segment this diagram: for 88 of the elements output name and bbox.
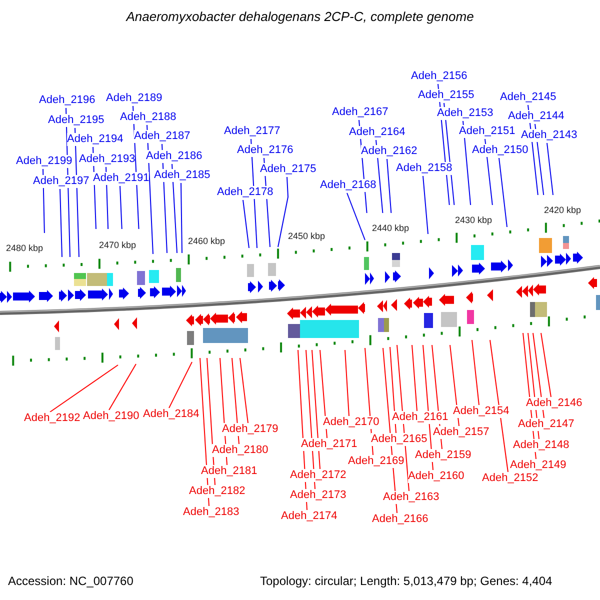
gene-label: Adeh_2195: [48, 114, 104, 127]
scale-label: 2420 kbp: [544, 205, 582, 216]
gene-label: Adeh_2194: [67, 133, 124, 146]
gene-label: Adeh_2197: [33, 175, 90, 188]
gene-label: Adeh_2189: [106, 92, 162, 105]
leader-line: [180, 182, 182, 254]
gene-label: Adeh_2146: [526, 397, 582, 410]
leader-line: [390, 346, 396, 434]
scale-label: 2480 kbp: [6, 243, 44, 254]
leader-line: [168, 362, 192, 408]
leader-line: [50, 364, 118, 412]
gene-label: Adeh_2167: [332, 106, 388, 119]
leader-line: [240, 358, 248, 424]
leader-line: [344, 350, 350, 416]
leader-line: [498, 158, 508, 228]
gene-label: Adeh_2162: [361, 145, 418, 158]
gene-label: Adeh_2188: [120, 111, 176, 124]
gene-label: Adeh_2143: [521, 129, 578, 142]
gene-label: Adeh_2147: [518, 418, 574, 431]
leader-line: [320, 350, 328, 438]
gene-label: Adeh_2158: [396, 162, 452, 175]
gene-label: Adeh_2185: [154, 169, 210, 182]
gene-label: Adeh_2164: [349, 126, 406, 139]
leader-line: [472, 340, 480, 406]
leader-line: [412, 344, 418, 412]
gene-label: Adeh_2155: [418, 89, 474, 102]
gene-label: Adeh_2153: [437, 107, 494, 120]
leader-line: [278, 176, 288, 248]
gene-label: Adeh_2170: [323, 416, 380, 429]
leader-line: [242, 200, 250, 248]
scale-label: 2450 kbp: [288, 231, 326, 242]
gene-label: Adeh_2148: [513, 439, 570, 452]
gene-label: Adeh_2184: [143, 408, 200, 421]
gene-label: Adeh_2173: [290, 489, 346, 502]
gene-label: Adeh_2152: [482, 472, 538, 485]
gene-label: Adeh_2161: [392, 411, 448, 424]
gene-label: Adeh_2169: [348, 455, 404, 468]
footer-text: Topology: circular; Length: 5,013,479 bp; Genes: 4,404: [260, 575, 552, 588]
gene-label: Adeh_2165: [371, 433, 428, 446]
gene-label: Adeh_2154: [453, 405, 510, 418]
gene-label: Adeh_2145: [500, 91, 556, 104]
gene-label: Adeh_2157: [433, 426, 490, 439]
leader-line: [540, 332, 552, 398]
scale-label: 2440 kbp: [372, 223, 410, 234]
scale-label: 2470 kbp: [99, 240, 136, 251]
gene-label: Adeh_2151: [459, 125, 516, 138]
gene-label: Adeh_2144: [508, 110, 564, 123]
gene-label: Adeh_2149: [510, 459, 566, 472]
gene-label: Adeh_2168: [320, 179, 376, 192]
leader-line: [422, 176, 428, 234]
gene-label: Adeh_2180: [212, 444, 268, 457]
gene-label: Adeh_2178: [217, 186, 274, 199]
leader-line: [386, 158, 392, 214]
gene-label: Adeh_2177: [224, 125, 280, 138]
gene-label: Adeh_2174: [281, 510, 338, 523]
gene-label: Adeh_2175: [260, 163, 316, 176]
leader-line: [490, 340, 508, 472]
footer-text: Accession: NC_007760: [8, 575, 134, 588]
gene-label: Adeh_2199: [16, 155, 72, 168]
gene-label: Adeh_2183: [183, 506, 240, 519]
leader-line: [312, 350, 320, 470]
gene-label: Adeh_2163: [383, 491, 440, 504]
gene-label: Adeh_2172: [290, 469, 346, 482]
scale-label: 2430 kbp: [455, 215, 492, 226]
gene-label: Adeh_2196: [39, 94, 96, 107]
gene-label: Adeh_2182: [189, 485, 246, 498]
gene-label: Adeh_2160: [408, 470, 464, 483]
gene-label: Adeh_2191: [93, 172, 150, 185]
gene-label: Adeh_2186: [146, 150, 202, 163]
gene-label: Adeh_2156: [411, 70, 468, 83]
diagram-title: Anaeromyxobacter dehalogenans 2CP-C, complete genome: [124, 10, 475, 23]
leader-line: [120, 186, 122, 230]
leader-line: [108, 364, 136, 410]
gene-label: Adeh_2176: [237, 144, 294, 157]
gene-label: Adeh_2179: [222, 423, 278, 436]
gene-label: Adeh_2193: [79, 153, 136, 166]
gene-label: Adeh_2159: [415, 449, 472, 462]
leader-line: [546, 142, 554, 196]
gene-label: Adeh_2150: [472, 144, 528, 157]
gene-label: Adeh_2181: [201, 465, 258, 478]
scale-label: 2460 kbp: [188, 236, 226, 247]
leader-line: [60, 188, 62, 258]
leader-line: [346, 192, 366, 240]
gene-label: Adeh_2166: [372, 513, 428, 526]
gene-label: Adeh_2192: [24, 412, 80, 425]
gene-label: Adeh_2190: [83, 410, 140, 423]
gene-label: Adeh_2187: [134, 130, 190, 143]
gene-label: Adeh_2171: [301, 438, 358, 451]
